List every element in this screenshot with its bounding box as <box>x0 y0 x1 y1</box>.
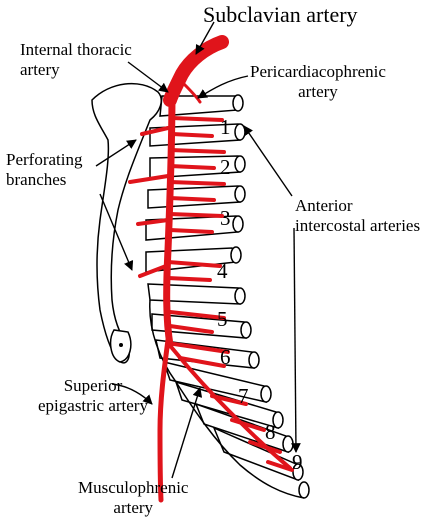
rib-number-9: 9 <box>292 450 303 474</box>
label-anterior-intercostal-line1: Anterior <box>295 196 353 215</box>
subclavian-artery <box>163 35 229 107</box>
superior-epigastric-artery <box>157 337 171 503</box>
label-anterior-intercostal-line2: intercostal arteries <box>295 215 421 235</box>
label-perforating-branches: Perforating branches <box>6 150 82 189</box>
label-musculophrenic-artery: Musculophrenic artery <box>78 478 188 517</box>
rib-number-1: 1 <box>220 115 231 139</box>
label-pericardiacophrenic-line1: Pericardiacophrenic <box>250 62 386 81</box>
label-superior-epigastric-artery: Superior epigastric artery <box>38 376 148 415</box>
perforating-branch <box>140 126 170 136</box>
internal-thoracic-pointer <box>127 61 169 93</box>
musculophrenic-pointer <box>171 387 203 479</box>
anterior-intercostal-pointer-1 <box>243 125 293 197</box>
rib-number-2: 2 <box>220 155 231 179</box>
rib-number-7: 7 <box>238 384 249 408</box>
rib-ends <box>230 94 310 499</box>
perforating-pointer-2 <box>99 193 134 271</box>
superior-epigastric-pointer <box>111 383 153 405</box>
subclavian-pointer <box>195 21 215 55</box>
label-pericardiacophrenic-line2: artery <box>298 81 338 101</box>
label-pericardiacophrenic-artery: Pericardiacophrenic artery <box>250 62 386 101</box>
rib-number-3: 3 <box>220 206 231 230</box>
label-musculophrenic-line1: Musculophrenic <box>78 478 189 497</box>
pericardiacophrenic-pointer <box>197 75 249 99</box>
label-internal-thoracic-line2: artery <box>20 59 60 79</box>
label-perforating-line1: Perforating <box>6 150 83 169</box>
rib-number-6: 6 <box>220 345 231 369</box>
xiphoid-dot <box>119 343 123 347</box>
anterior-intercostal-pointer-2 <box>291 227 301 453</box>
rib-number-4: 4 <box>217 259 228 283</box>
rib-number-8: 8 <box>265 420 276 444</box>
arteries <box>128 35 294 503</box>
label-subclavian-artery: Subclavian artery <box>203 2 358 27</box>
perforating-pointer-1 <box>95 139 137 167</box>
label-perforating-line2: branches <box>6 169 67 189</box>
costal-margin <box>149 299 305 499</box>
label-musculophrenic-line2: artery <box>113 497 154 517</box>
label-internal-thoracic-line1: Internal thoracic <box>20 40 132 59</box>
label-internal-thoracic-artery: Internal thoracic artery <box>20 40 132 79</box>
rib-number-5: 5 <box>217 307 228 331</box>
label-superior-epigastric-line2: epigastric artery <box>38 395 148 415</box>
label-anterior-intercostal-arteries: Anterior intercostal arteries <box>295 196 420 235</box>
pointer-lines <box>95 21 301 479</box>
label-superior-epigastric-line1: Superior <box>63 376 123 395</box>
